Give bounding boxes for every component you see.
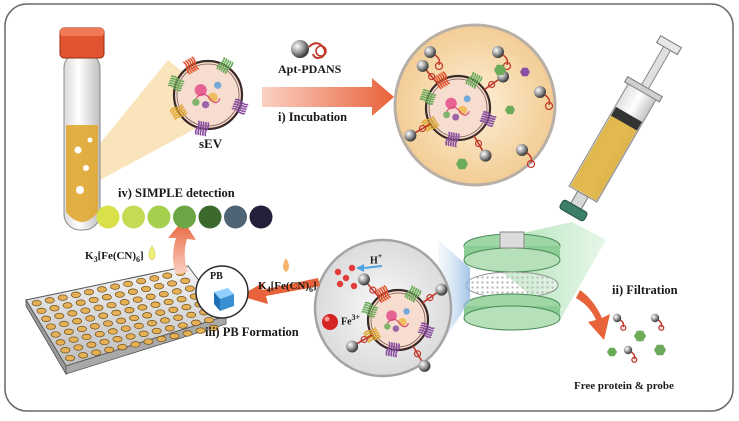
syringe bbox=[559, 34, 683, 222]
sev-label: sEV bbox=[199, 136, 223, 151]
incubation-label: i) Incubation bbox=[278, 110, 348, 124]
color-scale-dot bbox=[96, 205, 120, 229]
apt-pdans-label: Apt-PDANS bbox=[278, 62, 342, 76]
filtration-arrow bbox=[576, 290, 610, 340]
color-scale-dot bbox=[249, 205, 273, 229]
simple-detection-label: iv) SIMPLE detection bbox=[118, 186, 235, 200]
k4-reagent-label: K4[Fe(CN)6] bbox=[258, 280, 317, 295]
color-scale-dot bbox=[122, 205, 145, 229]
color-scale-dot bbox=[224, 205, 247, 229]
h-plus-label: H+ bbox=[370, 252, 383, 267]
color-scale-dot bbox=[198, 205, 222, 229]
pb-formation-zoom-circle bbox=[313, 238, 453, 378]
detection-arrow bbox=[168, 220, 196, 274]
free-protein-probe-cluster bbox=[607, 313, 666, 363]
incubation-arrow bbox=[262, 78, 394, 116]
filtration-label: ii) Filtration bbox=[612, 283, 678, 297]
k3-droplet-icon bbox=[148, 245, 156, 261]
free-protein-probe-label: Free protein & probe bbox=[574, 380, 674, 392]
pb-formation-label: iii) PB Formation bbox=[205, 325, 299, 339]
pb-label: PB bbox=[210, 271, 223, 282]
vesicle-sev bbox=[167, 56, 249, 137]
well-plate bbox=[25, 265, 227, 376]
color-scale bbox=[96, 205, 273, 229]
k4-droplet-icon bbox=[283, 258, 289, 272]
apt-pdans-probe-icon bbox=[291, 40, 327, 59]
pb-formation-arrow bbox=[240, 278, 320, 304]
color-scale-dot bbox=[147, 205, 171, 229]
fe3-plus-label: Fe3+ bbox=[341, 313, 361, 328]
k3-reagent-label: K3[Fe(CN)6] bbox=[85, 250, 144, 265]
filter-assembly bbox=[463, 231, 561, 331]
color-scale-dot bbox=[173, 205, 196, 229]
incubation-zoom-circle bbox=[393, 23, 557, 187]
pb-badge bbox=[195, 265, 249, 319]
